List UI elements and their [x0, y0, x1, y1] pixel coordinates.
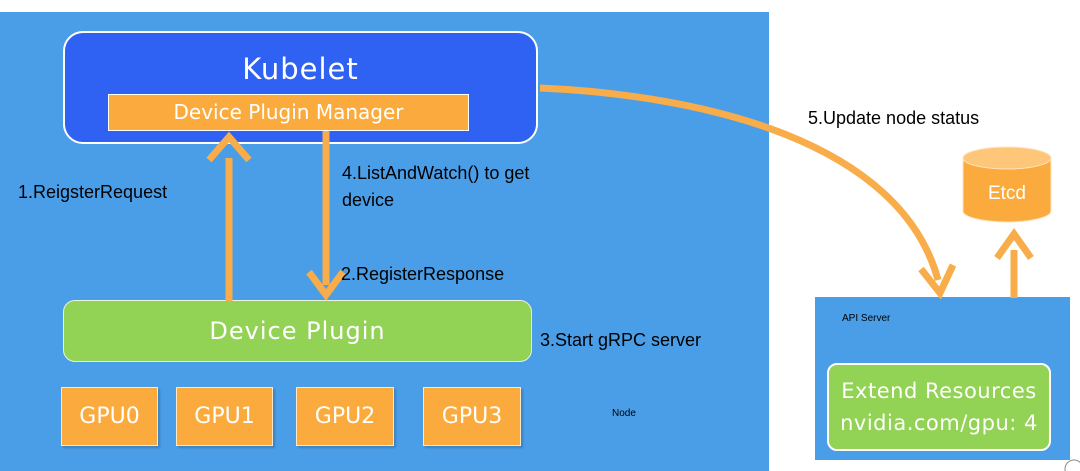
step-register-request: 1.ReigsterRequest: [18, 182, 168, 202]
gpu-box-0[interactable]: GPU0: [61, 387, 158, 446]
step-list-and-watch-line1: 4.ListAndWatch() to get: [342, 163, 530, 183]
device-plugin-manager-box[interactable]: Device Plugin Manager: [108, 94, 469, 131]
api-to-etcd-arrow: [994, 227, 1034, 298]
device-plugin-box[interactable]: Device Plugin: [63, 300, 532, 362]
gpu-box-3[interactable]: GPU3: [423, 387, 521, 446]
step-update-node-status: 5.Update node status: [808, 108, 980, 128]
step-register-response: 2.RegisterResponse: [341, 264, 505, 284]
extend-resources-value: nvidia.com/gpu: 4: [840, 411, 1038, 435]
corner-circle-icon: [1064, 459, 1080, 471]
update-node-status-arrow: [539, 84, 957, 300]
extend-resources-title: Extend Resources: [841, 379, 1037, 403]
register-response-arrow: [306, 131, 346, 301]
extend-resources-box[interactable]: Extend Resources nvidia.com/gpu: 4: [827, 363, 1051, 451]
etcd-cylinder[interactable]: [962, 146, 1052, 223]
gpu-box-1[interactable]: GPU1: [176, 387, 273, 446]
step-start-grpc: 3.Start gRPC server: [540, 330, 702, 350]
gpu-box-2[interactable]: GPU2: [296, 387, 394, 446]
kubelet-title: Kubelet: [242, 52, 359, 86]
etcd-label: Etcd: [987, 183, 1027, 204]
node-label: Node: [612, 408, 636, 419]
register-request-arrow: [206, 131, 252, 301]
step-list-and-watch-line2: device: [342, 190, 395, 210]
api-server-label: API Server: [842, 313, 891, 324]
